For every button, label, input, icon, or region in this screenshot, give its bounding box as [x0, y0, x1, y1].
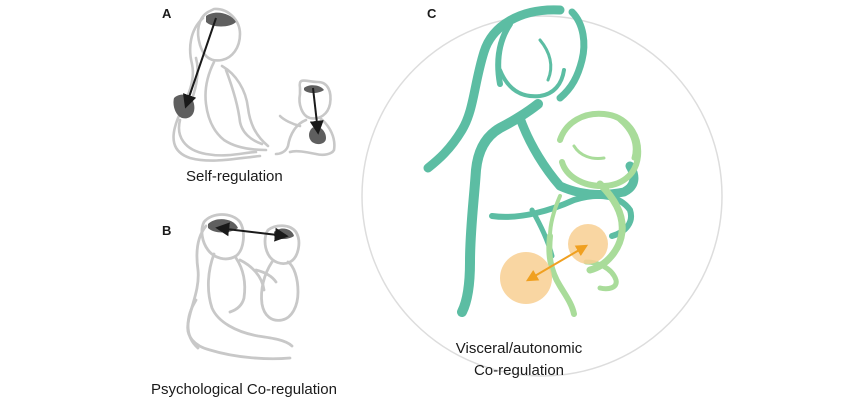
panel-a-letter: A [162, 6, 172, 21]
panel-c-caption-line1: Visceral/autonomic [455, 340, 583, 357]
panel-b-caption: Psychological Co-regulation [151, 381, 337, 398]
panel-a-illustration [172, 7, 336, 162]
panel-a-caption: Self-regulation [186, 168, 283, 185]
panel-b-letter: B [162, 223, 172, 238]
panel-c-letter: C [427, 6, 437, 21]
panel-b-illustration [186, 213, 301, 361]
panel-c-illustration [361, 5, 723, 377]
panel-c-caption-line2: Co-regulation [473, 362, 565, 379]
panel-c-caption: Visceral/autonomic Co-regulation [444, 338, 594, 382]
